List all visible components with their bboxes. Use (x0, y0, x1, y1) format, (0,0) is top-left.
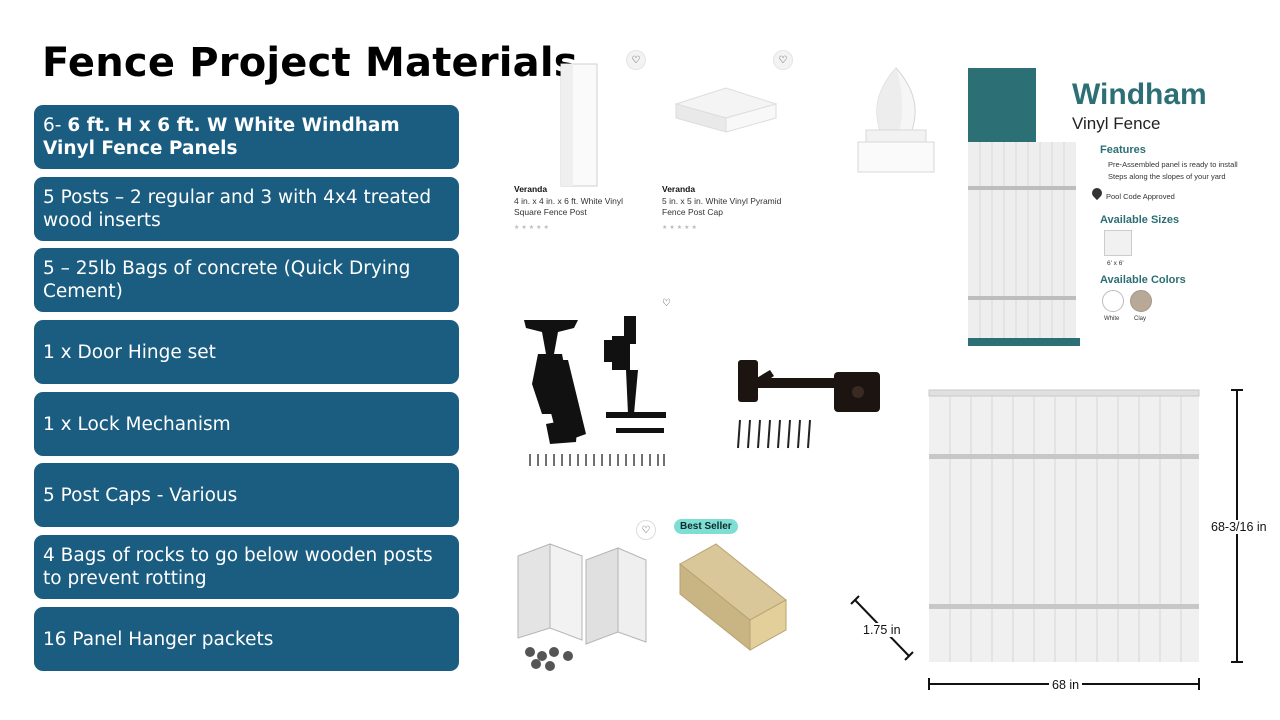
page-title: Fence Project Materials (42, 40, 578, 86)
color-swatch-clay (1130, 290, 1152, 312)
treated-wood-post-image (679, 543, 787, 652)
product-brand: Veranda (514, 184, 548, 194)
material-text: 16 Panel Hanger packets (43, 628, 274, 650)
favorite-heart-icon[interactable]: ♡ (636, 520, 656, 540)
panel-hanger-bracket-image (517, 543, 647, 671)
material-item: 5 Posts – 2 regular and 3 with 4x4 treat… (34, 177, 459, 241)
post-cap-product-card: ♡ Veranda 5 in. x 5 in. White Vinyl Pyra… (660, 48, 800, 238)
size-swatch (1104, 230, 1132, 256)
material-text: 1 x Lock Mechanism (43, 413, 231, 435)
windham-fence-graphic: Windham Vinyl Fence Features Pre-Assembl… (968, 68, 1258, 346)
product-brand: Veranda (662, 184, 696, 194)
gothic-post-cap-image (857, 67, 935, 173)
colors-heading: Available Colors (1100, 274, 1186, 286)
material-text: 6- 6 ft. H x 6 ft. W White Windham Vinyl… (43, 115, 400, 159)
fence-panel-image (968, 142, 1076, 338)
material-text: 5 – 25lb Bags of concrete (Quick Drying … (43, 258, 411, 302)
height-dimension-label: 68-3/16 in (1211, 520, 1267, 534)
width-dimension-label: 68 in (1049, 678, 1083, 692)
favorite-heart-icon[interactable]: ♡ (773, 50, 793, 70)
panel-hanger-card: ♡ (510, 518, 660, 674)
hinge-set-card: ♡ (516, 296, 676, 474)
pool-code-text: Pool Code Approved (1106, 192, 1175, 201)
rating-stars-icon: ★★★★★ (662, 225, 699, 231)
material-text: 5 Posts – 2 regular and 3 with 4x4 treat… (43, 187, 432, 231)
door-hinge-set-image (524, 316, 666, 466)
features-heading: Features (1100, 144, 1146, 156)
material-text: 1 x Door Hinge set (43, 341, 216, 363)
material-item: 1 x Door Hinge set (34, 320, 459, 384)
color-label: White (1104, 316, 1120, 322)
material-item: 1 x Lock Mechanism (34, 392, 459, 456)
product-description[interactable]: 4 in. x 4 in. x 6 ft. White Vinyl Square… (514, 196, 623, 217)
favorite-heart-icon[interactable]: ♡ (626, 50, 646, 70)
windham-subtitle: Vinyl Fence (1072, 114, 1161, 133)
best-seller-badge: Best Seller (674, 519, 738, 534)
water-drop-icon (1089, 185, 1105, 201)
depth-dimension-label: 1.75 in (861, 623, 903, 637)
material-item: 5 Post Caps - Various (34, 463, 459, 527)
material-text: 5 Post Caps - Various (43, 484, 238, 506)
favorite-heart-icon[interactable]: ♡ (662, 298, 671, 309)
treated-lumber-card: Best Seller (672, 518, 792, 658)
panel-dimension-diagram: 68-3/16 in 68 in 1.75 in (845, 382, 1275, 694)
material-item: 6- 6 ft. H x 6 ft. W White Windham Vinyl… (34, 105, 459, 169)
feature-item: Pre-Assembled panel is ready to install (1108, 160, 1238, 169)
material-item: 5 – 25lb Bags of concrete (Quick Drying … (34, 248, 459, 312)
pyramid-cap-image (674, 87, 778, 133)
feature-item: Steps along the slopes of your yard (1108, 172, 1226, 181)
color-label: Clay (1134, 316, 1147, 322)
material-item: 4 Bags of rocks to go below wooden posts… (34, 535, 459, 599)
fence-panel-drawing (850, 389, 1243, 690)
gate-latch-image (737, 360, 880, 449)
product-description[interactable]: 5 in. x 5 in. White Vinyl Pyramid Fence … (662, 196, 782, 217)
windham-title: Windham (1072, 78, 1207, 111)
vinyl-post-image (560, 63, 598, 187)
rating-stars-icon: ★★★★★ (514, 225, 551, 231)
color-swatch-white (1102, 290, 1124, 312)
material-item: 16 Panel Hanger packets (34, 607, 459, 671)
size-label: 6' x 6' (1107, 260, 1124, 267)
material-text: 4 Bags of rocks to go below wooden posts… (43, 545, 433, 589)
post-product-card: ♡ Veranda 4 in. x 4 in. x 6 ft. White Vi… (512, 48, 652, 238)
sizes-heading: Available Sizes (1100, 214, 1180, 226)
